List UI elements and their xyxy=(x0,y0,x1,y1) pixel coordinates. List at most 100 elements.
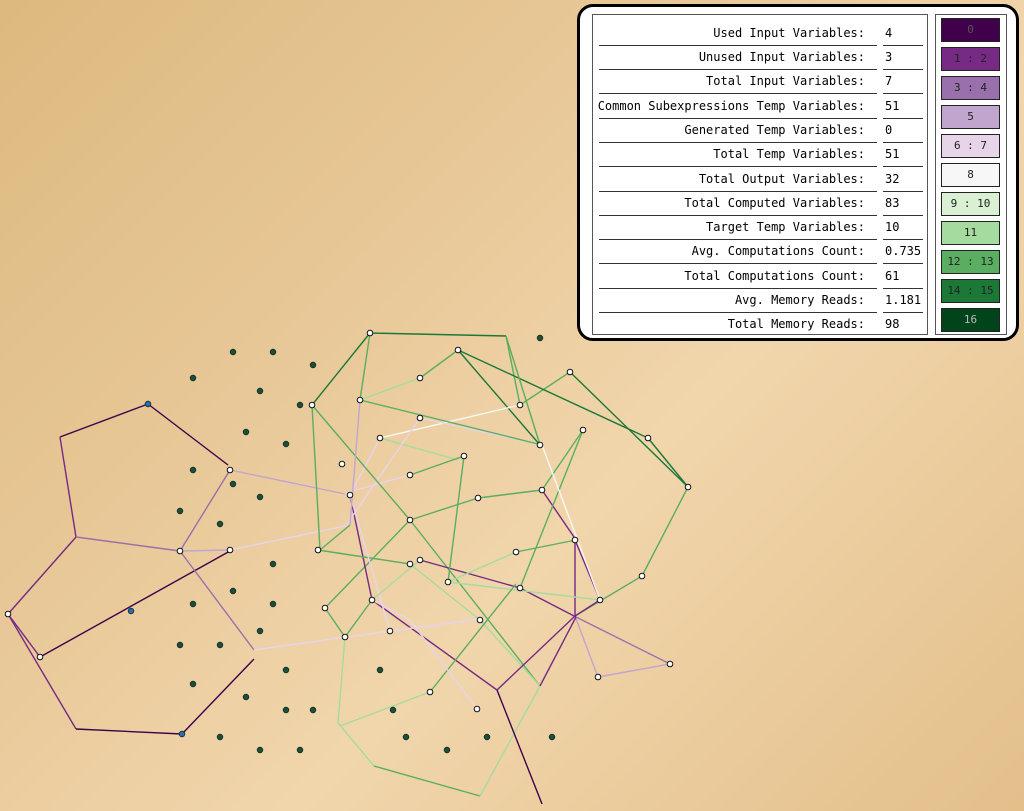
graph-edge xyxy=(344,474,411,494)
legend-swatch-0: 0 xyxy=(941,18,1000,42)
graph-node xyxy=(314,546,322,554)
stat-row-total-output: Total Output Variables: 32 xyxy=(593,167,927,192)
graph-edge xyxy=(337,636,346,724)
graph-edge xyxy=(477,489,543,499)
stat-value: 0 xyxy=(885,123,893,137)
stat-label: Avg. Memory Reads: xyxy=(734,293,865,307)
graph-edge xyxy=(519,587,577,618)
row-divider xyxy=(599,118,877,119)
graph-edge xyxy=(447,581,601,601)
graph-input-node xyxy=(282,706,290,714)
stat-row-total-memory-reads: Total Memory Reads: 98 xyxy=(593,312,927,336)
graph-input-node xyxy=(296,401,304,409)
graph-input-node xyxy=(189,680,197,688)
graph-node xyxy=(416,556,424,564)
graph-edge xyxy=(541,444,601,601)
graph-node xyxy=(512,548,520,556)
graph-edge xyxy=(447,455,465,583)
graph-edge xyxy=(429,583,517,693)
stat-label: Common Subexpressions Temp Variables: xyxy=(597,99,865,113)
stat-row-total-computed: Total Computed Variables: 83 xyxy=(593,191,927,216)
row-divider xyxy=(883,69,923,70)
graph-edge xyxy=(541,489,577,541)
graph-input-node xyxy=(256,387,264,395)
graph-edge xyxy=(147,403,229,466)
statistics-table: Used Input Variables: 4 Unused Input Var… xyxy=(592,14,928,335)
graph-node xyxy=(356,396,364,404)
graph-node xyxy=(516,584,524,592)
graph-node xyxy=(594,673,602,681)
graph-input-node xyxy=(144,400,152,408)
stat-value: 83 xyxy=(885,196,900,210)
stat-label: Total Temp Variables: xyxy=(713,147,865,161)
stat-label: Unused Input Variables: xyxy=(698,50,865,64)
graph-node xyxy=(321,604,329,612)
graph-edge xyxy=(409,519,541,687)
graph-node xyxy=(368,596,376,604)
graph-input-node xyxy=(269,600,277,608)
graph-edge xyxy=(59,403,149,438)
graph-node xyxy=(538,486,546,494)
row-divider xyxy=(599,45,877,46)
stat-row-target-temp: Target Temp Variables: 10 xyxy=(593,215,927,240)
graph-edge xyxy=(319,524,351,551)
graph-edge xyxy=(337,722,375,767)
graph-node xyxy=(638,572,646,580)
stat-label: Used Input Variables: xyxy=(713,26,865,40)
graph-node xyxy=(596,596,604,604)
row-divider xyxy=(883,142,923,143)
stat-value: 7 xyxy=(885,74,893,88)
graph-edge xyxy=(344,599,373,638)
legend-swatch-5: 5 xyxy=(941,105,1000,129)
graph-edge xyxy=(479,685,541,797)
stat-row-used-input: Used Input Variables: 4 xyxy=(593,21,927,46)
graph-edge xyxy=(324,519,411,609)
graph-node xyxy=(571,536,579,544)
graph-edge xyxy=(519,371,571,406)
graph-input-node xyxy=(282,440,290,448)
graph-edge xyxy=(253,630,391,651)
graph-edge xyxy=(371,559,421,601)
graph-edge xyxy=(569,371,689,488)
graph-input-node xyxy=(296,746,304,754)
row-divider xyxy=(599,93,877,94)
graph-edge xyxy=(181,658,255,735)
graph-input-node xyxy=(402,733,410,741)
graph-edge xyxy=(539,616,577,687)
graph-edge xyxy=(447,551,517,583)
graph-edge xyxy=(379,404,521,439)
stat-label: Avg. Computations Count: xyxy=(691,244,865,258)
graph-input-node xyxy=(189,374,197,382)
graph-edge xyxy=(496,615,576,691)
graph-input-node xyxy=(483,733,491,741)
graph-edge xyxy=(647,437,689,488)
graph-edge xyxy=(496,689,543,805)
row-divider xyxy=(599,166,877,167)
statistics-panel: Used Input Variables: 4 Unused Input Var… xyxy=(577,4,1019,341)
graph-node xyxy=(376,434,384,442)
graph-edge xyxy=(7,536,77,615)
graph-input-node xyxy=(282,666,290,674)
legend-swatch-16: 16 xyxy=(941,308,1000,332)
graph-input-node xyxy=(389,706,397,714)
graph-input-node xyxy=(127,607,135,615)
stat-row-avg-memory-reads: Avg. Memory Reads: 1.181 xyxy=(593,288,927,313)
graph-node xyxy=(416,374,424,382)
stat-label: Total Output Variables: xyxy=(698,172,865,186)
stat-value: 10 xyxy=(885,220,900,234)
graph-input-node xyxy=(309,361,317,369)
graph-edge xyxy=(7,613,41,658)
graph-node xyxy=(566,368,574,376)
graph-input-node xyxy=(229,587,237,595)
graph-edge xyxy=(373,765,481,797)
graph-node xyxy=(666,660,674,668)
graph-node xyxy=(536,441,544,449)
graph-input-node xyxy=(309,706,317,714)
stat-value: 32 xyxy=(885,172,900,186)
graph-node xyxy=(406,516,414,524)
graph-edge xyxy=(597,663,671,678)
graph-input-node xyxy=(376,666,384,674)
graph-edge xyxy=(311,332,371,406)
graph-node xyxy=(346,491,354,499)
row-divider xyxy=(599,215,877,216)
